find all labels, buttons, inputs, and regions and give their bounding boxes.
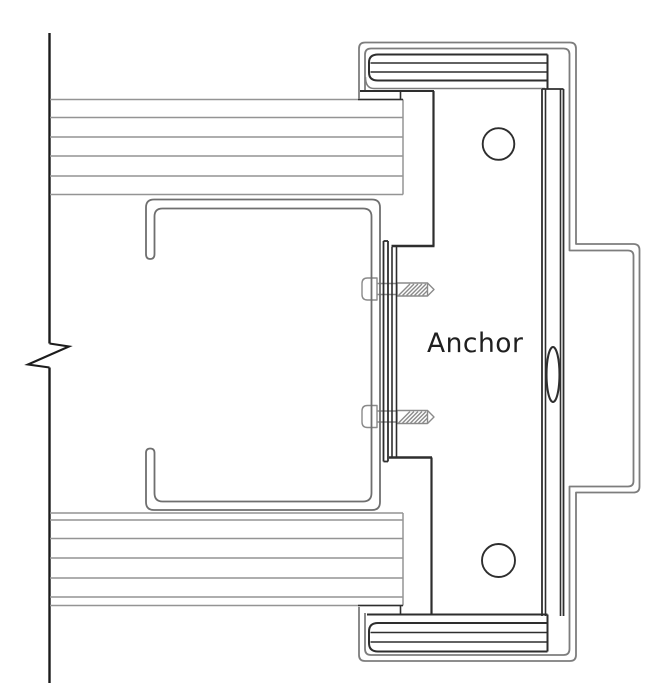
screw-top bbox=[361, 277, 435, 301]
bottom-cap bbox=[367, 613, 549, 653]
anchor-label: Anchor bbox=[427, 328, 523, 359]
anchor-body bbox=[360, 90, 435, 615]
anchor-plate bbox=[382, 240, 389, 463]
screw-hatch bbox=[398, 283, 428, 296]
screw-bottom bbox=[361, 404, 435, 429]
bracket-bottom-hook-cap bbox=[145, 447, 156, 454]
screw-tip bbox=[427, 410, 435, 424]
screw-head bbox=[361, 404, 378, 429]
break-symbol-icon bbox=[24, 342, 73, 369]
bolt-hole-bottom bbox=[481, 543, 516, 578]
slot-hole bbox=[545, 345, 561, 404]
wall-line bbox=[24, 33, 73, 683]
screw-head bbox=[361, 277, 378, 301]
top-panel bbox=[50, 98, 404, 196]
screw-hatch bbox=[398, 411, 428, 424]
outer-profile bbox=[358, 41, 641, 662]
bolt-hole-top bbox=[481, 127, 516, 161]
face-plate bbox=[541, 88, 565, 616]
top-cap bbox=[364, 53, 549, 90]
mullion-bracket bbox=[145, 198, 381, 511]
screw-tip bbox=[427, 282, 435, 297]
bottom-panel bbox=[50, 512, 404, 607]
bracket-top-hook-cap bbox=[145, 253, 156, 260]
